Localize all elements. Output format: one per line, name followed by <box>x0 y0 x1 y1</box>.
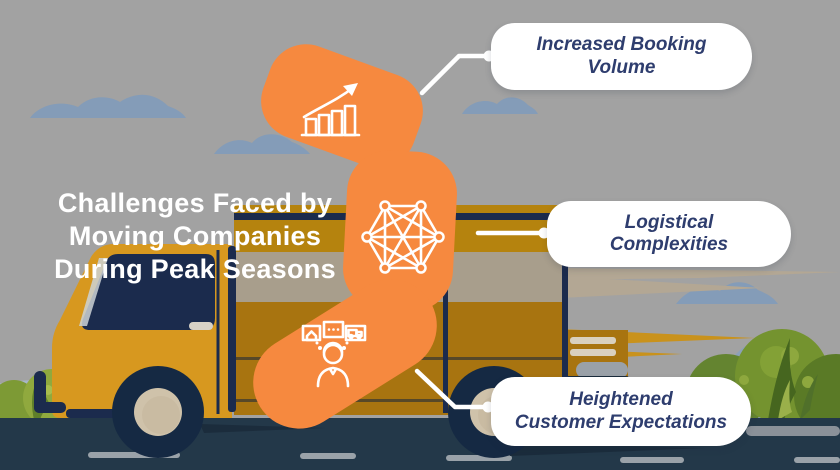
connector-line-1 <box>419 53 489 96</box>
hub-shade <box>142 396 180 434</box>
road-dash <box>794 457 840 463</box>
growth-chart-icon <box>300 83 361 137</box>
truck-shadow <box>505 443 705 456</box>
cab-window <box>81 254 215 330</box>
callout-label: Heightened Customer Expectations <box>514 389 728 433</box>
callout-pill-heightened-customer-expectations: Heightened Customer Expectations <box>491 377 751 446</box>
cloud-shape <box>214 134 310 154</box>
cargo-rear-edge <box>562 213 568 384</box>
rear-slat <box>570 337 616 344</box>
segment-3-blob <box>253 279 437 429</box>
rear-mudflap <box>576 362 628 378</box>
orange-segments <box>253 44 457 429</box>
bush <box>794 354 840 438</box>
callout-label: Logistical Complexities <box>609 211 729 255</box>
callout-pill-logistical-complexities: Logistical Complexities <box>547 201 791 267</box>
curb <box>746 426 840 436</box>
clouds <box>30 94 778 304</box>
grass-blade <box>778 380 792 420</box>
cab-cargo-divider <box>228 246 236 412</box>
segment-1-blob <box>261 44 423 168</box>
front-wheel <box>112 366 204 458</box>
network-nodes <box>361 200 445 274</box>
moving-truck <box>34 205 630 458</box>
streak <box>558 276 762 298</box>
bush-highlight <box>802 376 814 388</box>
cab-skirt <box>66 409 118 418</box>
bush-highlight <box>739 375 749 385</box>
road-dash <box>300 453 356 459</box>
streak <box>558 268 840 280</box>
road-dash <box>620 457 684 463</box>
panel-line <box>234 399 568 402</box>
cloud-shape <box>462 97 538 114</box>
windshield-reflection <box>79 258 108 326</box>
truck-shadow <box>200 424 325 433</box>
arrowhead <box>343 83 358 96</box>
door-handle <box>189 322 213 330</box>
grass-blade <box>800 374 818 420</box>
network-icon <box>361 200 445 274</box>
connector-dot-3 <box>482 401 494 413</box>
customer-expectations-icon <box>301 320 367 388</box>
infographic-title: Challenges Faced by Moving Companies Dur… <box>54 188 336 284</box>
callout-label: Increased Booking Volume <box>536 34 707 78</box>
front-bumper-foot <box>34 402 66 413</box>
cloud-shape <box>30 94 186 118</box>
callout-pill-increased-booking-volume: Increased Booking Volume <box>491 23 752 90</box>
connector-dot-2 <box>538 227 550 239</box>
rear-slat <box>570 349 616 356</box>
connector-line-3 <box>414 368 488 410</box>
cargo-seam <box>443 213 448 413</box>
